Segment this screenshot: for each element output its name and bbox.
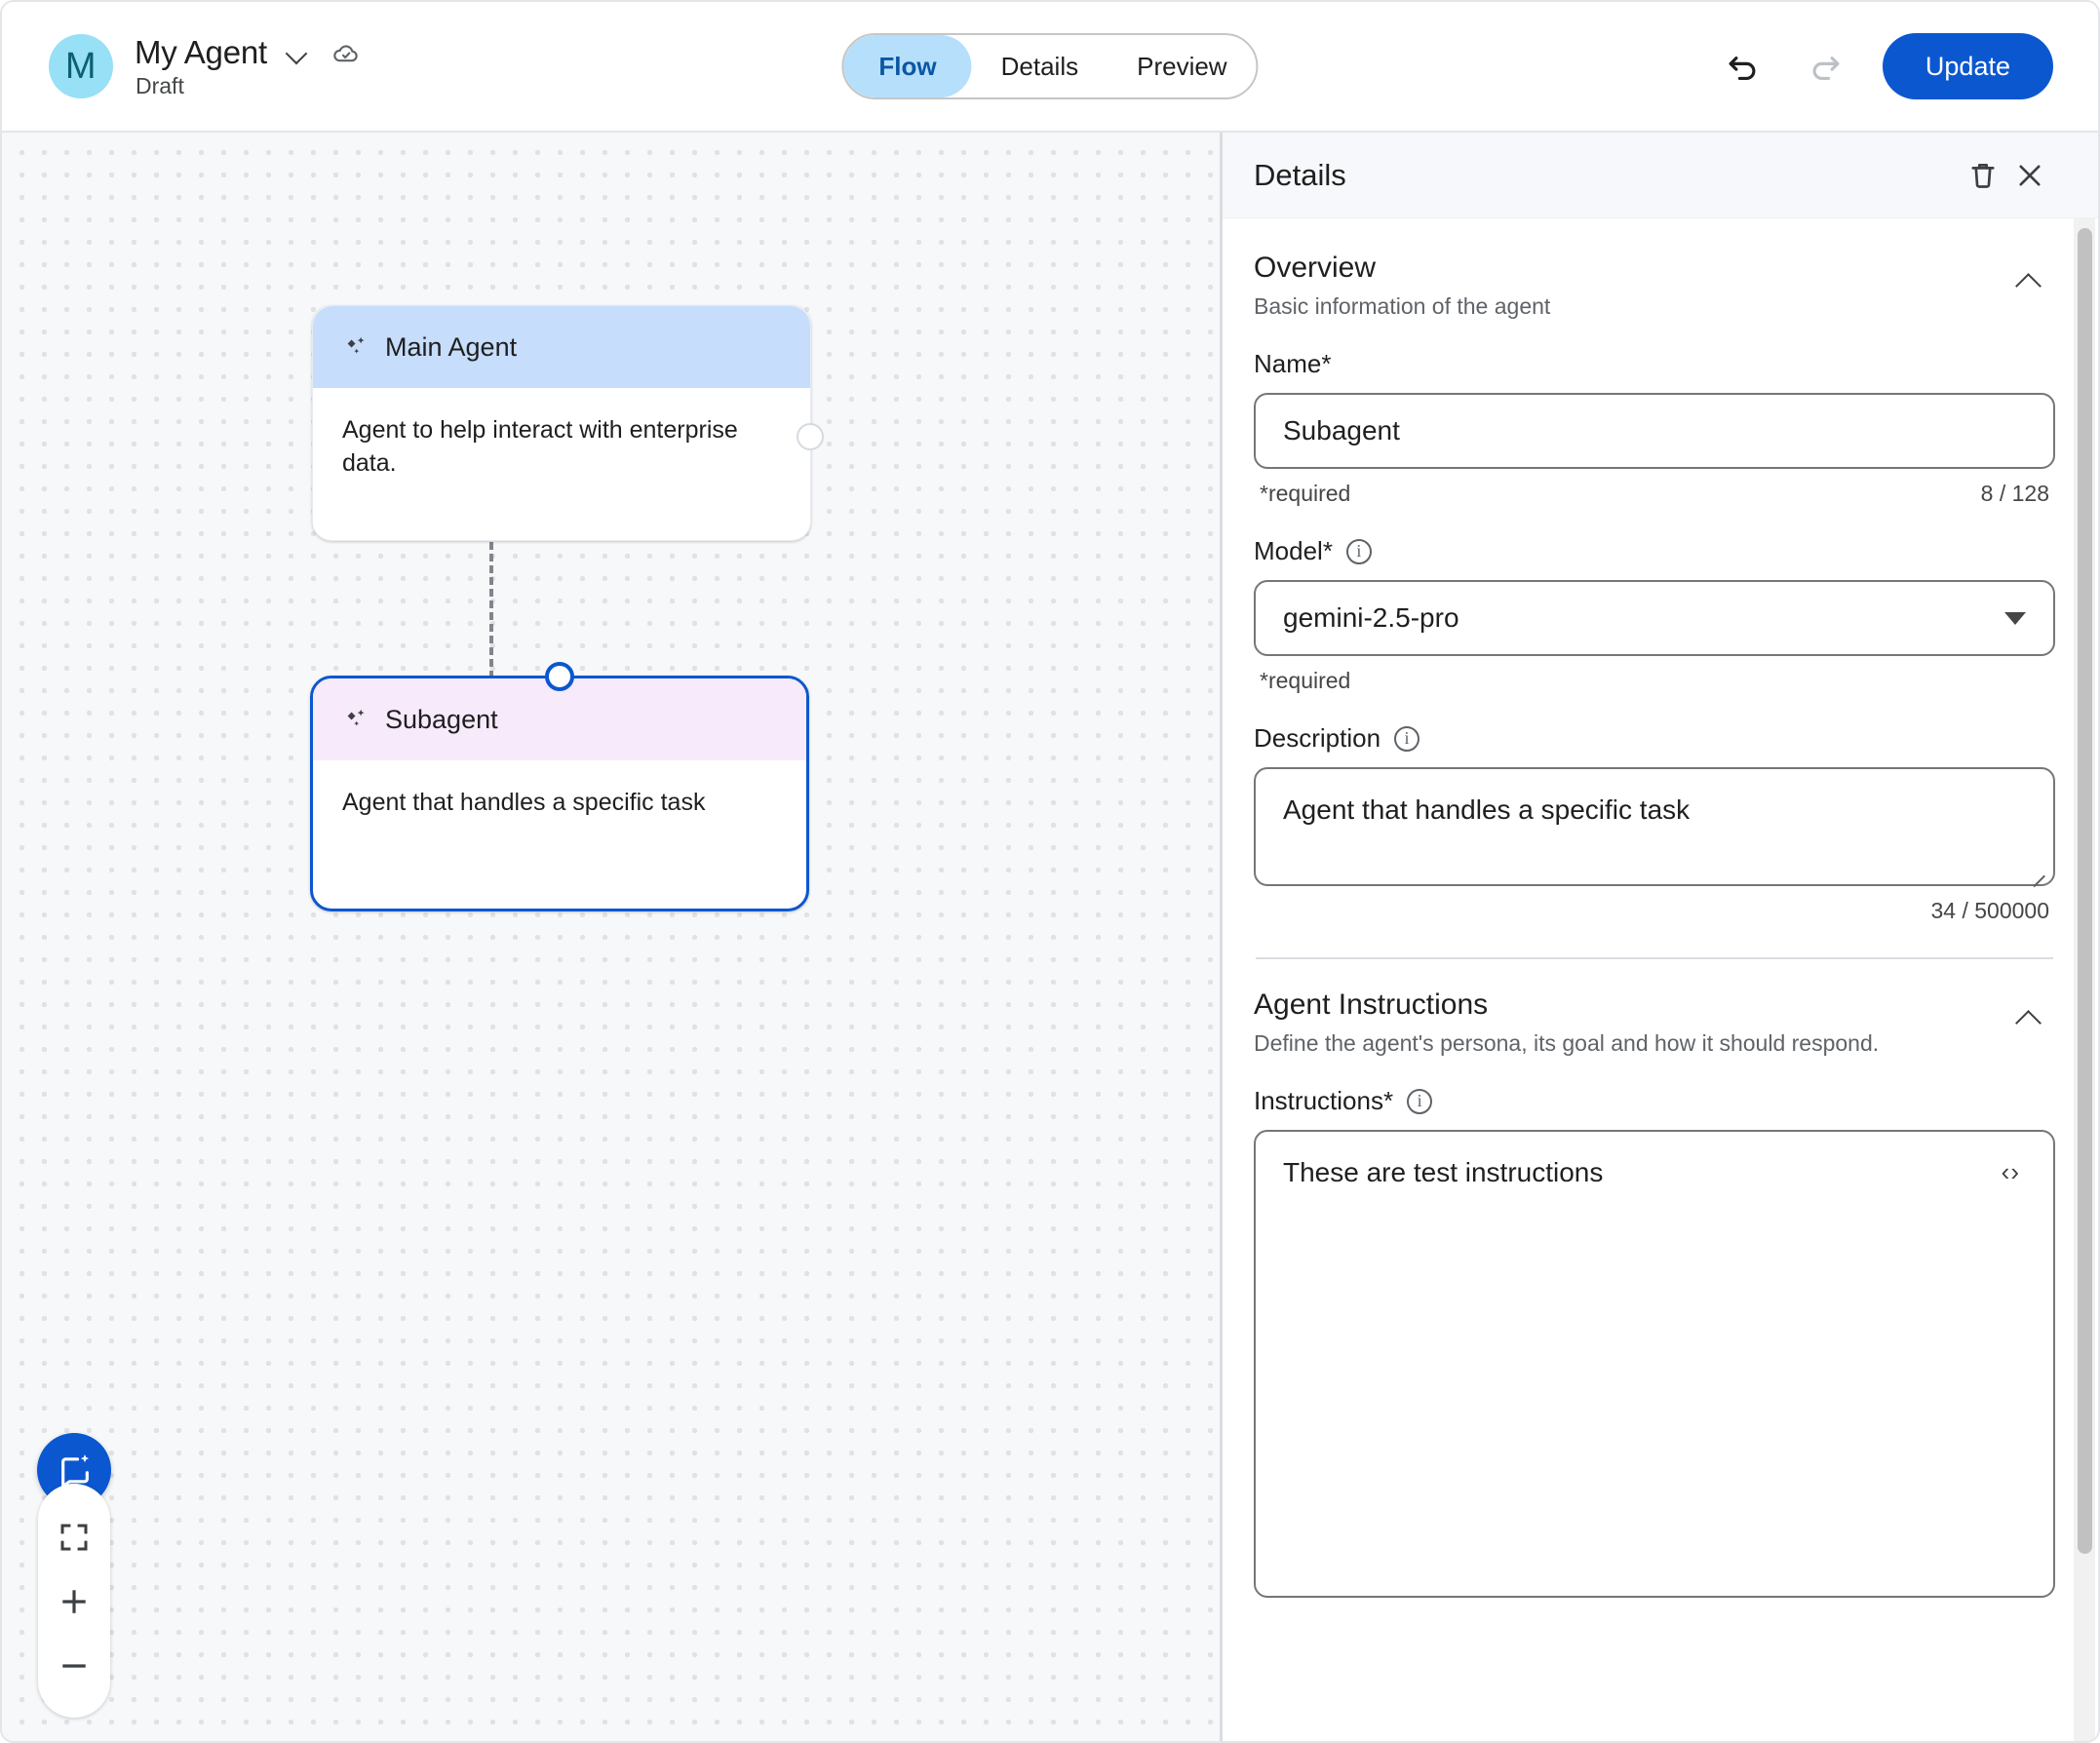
sparkle-icon xyxy=(342,333,369,361)
zoom-controls xyxy=(38,1484,110,1718)
description-value: Agent that handles a specific task xyxy=(1283,794,1691,825)
node-header: Subagent xyxy=(313,678,806,760)
caret-down-icon xyxy=(2004,611,2026,625)
close-icon[interactable] xyxy=(2006,152,2053,199)
section-agent-instructions-header[interactable]: Agent Instructions Define the agent's pe… xyxy=(1254,988,2055,1057)
chevron-up-icon[interactable] xyxy=(2012,1002,2045,1035)
flow-node-main-agent[interactable]: Main Agent Agent to help interact with e… xyxy=(312,305,824,541)
code-view-toggle-icon[interactable]: ‹› xyxy=(2001,1157,2020,1186)
node-connector-edge xyxy=(489,542,493,678)
resize-handle[interactable] xyxy=(2030,861,2047,878)
brand-block: M My Agent Draft xyxy=(2,34,365,99)
node-output-handle[interactable] xyxy=(797,423,824,450)
field-label: Instructions* i xyxy=(1254,1086,2055,1116)
top-actions: Update xyxy=(1715,33,2053,99)
instructions-label: Instructions* xyxy=(1254,1086,1394,1115)
section-overview-header[interactable]: Overview Basic information of the agent xyxy=(1254,252,2055,320)
minus-icon[interactable] xyxy=(38,1634,110,1698)
field-label: Description i xyxy=(1254,723,2055,754)
avatar: M xyxy=(49,34,113,98)
details-panel-body: Overview Basic information of the agent … xyxy=(1223,218,2098,1741)
name-input[interactable]: Subagent xyxy=(1254,393,2055,469)
model-helper-row: *required xyxy=(1254,668,2055,694)
section-divider xyxy=(1256,957,2053,959)
section-title: Agent Instructions xyxy=(1254,988,1489,1021)
panel-scrollbar-thumb[interactable] xyxy=(2078,228,2092,1554)
name-helper-row: *required 8 / 128 xyxy=(1254,481,2055,507)
agent-status: Draft xyxy=(136,72,184,98)
page-title: My Agent xyxy=(135,33,267,70)
info-icon[interactable]: i xyxy=(1394,725,1420,752)
model-select-value: gemini-2.5-pro xyxy=(1283,602,1459,633)
title-block: My Agent Draft xyxy=(135,34,365,99)
field-description: Description i Agent that handles a speci… xyxy=(1254,723,2055,924)
chevron-up-icon[interactable] xyxy=(2012,265,2045,298)
details-panel-title: Details xyxy=(1254,157,1346,192)
name-input-value: Subagent xyxy=(1283,415,1400,445)
name-counter: 8 / 128 xyxy=(1980,481,2049,506)
node-title: Subagent xyxy=(385,704,498,734)
trash-icon[interactable] xyxy=(1960,152,2006,199)
update-button[interactable]: Update xyxy=(1882,33,2053,99)
description-label: Description xyxy=(1254,723,1381,753)
info-icon[interactable]: i xyxy=(1407,1088,1433,1114)
field-label: Name* xyxy=(1254,349,2055,379)
plus-icon[interactable] xyxy=(38,1569,110,1634)
title-row: My Agent xyxy=(135,34,365,71)
tab-flow[interactable]: Flow xyxy=(843,35,972,97)
instructions-value: These are test instructions xyxy=(1283,1157,1604,1187)
info-icon[interactable]: i xyxy=(1345,538,1372,564)
tab-details[interactable]: Details xyxy=(1000,51,1079,81)
sparkle-icon xyxy=(342,706,369,733)
section-title: Overview xyxy=(1254,252,1377,284)
details-panel-header: Details xyxy=(1223,133,2098,218)
field-instructions: Instructions* i These are test instructi… xyxy=(1254,1086,2055,1598)
top-bar: M My Agent Draft Flow Detai xyxy=(2,2,2098,133)
name-required-hint: *required xyxy=(1260,481,1351,506)
cloud-check-icon xyxy=(328,38,365,67)
fit-screen-icon[interactable] xyxy=(38,1505,110,1569)
node-header: Main Agent xyxy=(313,306,810,388)
node-input-handle[interactable] xyxy=(545,662,574,691)
model-label: Model* xyxy=(1254,536,1333,565)
flow-canvas[interactable]: Main Agent Agent to help interact with e… xyxy=(2,133,1224,1741)
tabs-container: Flow Details Preview xyxy=(841,33,1259,99)
name-label: Name* xyxy=(1254,349,1332,378)
instructions-textarea[interactable]: These are test instructions ‹› xyxy=(1254,1130,2055,1598)
model-required-hint: *required xyxy=(1260,668,1351,693)
field-name: Name* Subagent *required 8 / 128 xyxy=(1254,349,2055,507)
section-description: Basic information of the agent xyxy=(1254,293,1551,319)
undo-icon[interactable] xyxy=(1715,39,1769,94)
panel-scrollbar-track[interactable] xyxy=(2074,218,2095,1741)
field-label: Model* i xyxy=(1254,536,2055,566)
node-description: Agent to help interact with enterprise d… xyxy=(342,416,738,477)
flow-node-subagent[interactable]: Subagent Agent that handles a specific t… xyxy=(310,662,809,911)
node-description: Agent that handles a specific task xyxy=(342,789,706,816)
view-tabs: Flow Details Preview xyxy=(841,33,1259,99)
field-model: Model* i gemini-2.5-pro *required xyxy=(1254,536,2055,694)
node-title: Main Agent xyxy=(385,331,518,362)
model-select[interactable]: gemini-2.5-pro xyxy=(1254,580,2055,656)
tab-preview[interactable]: Preview xyxy=(1137,51,1227,81)
details-panel: Details Overview Basic information of th… xyxy=(1220,133,2098,1741)
section-description: Define the agent's persona, its goal and… xyxy=(1254,1030,1880,1056)
description-helper-row: 34 / 500000 xyxy=(1254,898,2055,924)
description-counter: 34 / 500000 xyxy=(1930,898,2049,923)
redo-icon[interactable] xyxy=(1799,39,1853,94)
description-textarea[interactable]: Agent that handles a specific task xyxy=(1254,767,2055,886)
chevron-down-icon[interactable] xyxy=(285,40,310,65)
